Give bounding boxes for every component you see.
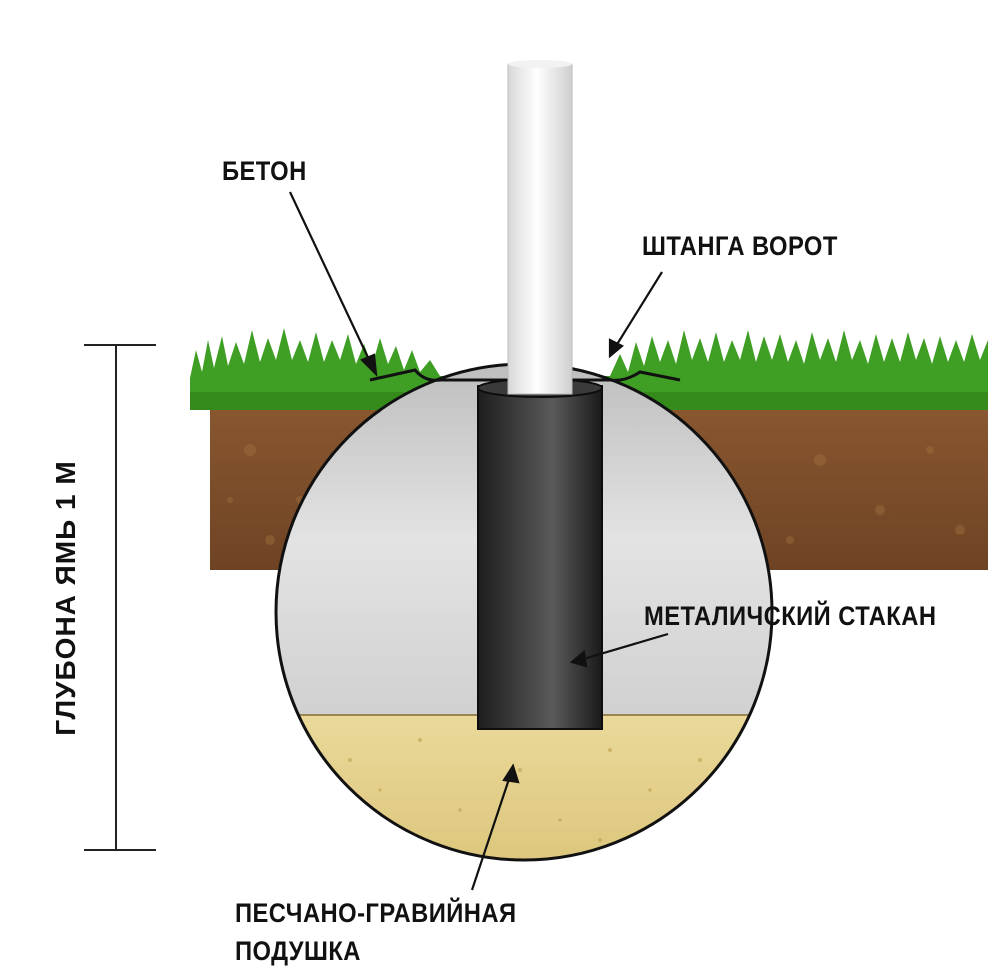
- soil-texture: [227, 444, 965, 545]
- arrow-cushion: [470, 775, 512, 891]
- arrow-concrete: [289, 191, 373, 367]
- label-cushion-line2: ПОДУШКА: [235, 936, 361, 966]
- arrow-sleeve-head: [569, 649, 588, 668]
- metal-sleeve: [477, 385, 603, 730]
- leader-arrows: [289, 191, 669, 891]
- grass-layer: [190, 328, 988, 410]
- arrow-sleeve: [579, 632, 669, 662]
- label-concrete: БЕТОН: [222, 156, 307, 186]
- label-goal-post: ШТАНГА ВОРОТ: [642, 231, 838, 261]
- goal-post-top: [508, 60, 572, 68]
- arrow-goal-post-head: [608, 338, 624, 359]
- sand-cushion: [276, 715, 772, 860]
- label-depth: ГЛУБОНА ЯМЬ 1 М: [50, 460, 81, 736]
- label-cushion-line1: ПЕСЧАНО-ГРАВИЙНАЯ: [235, 898, 517, 928]
- arrow-goal-post: [615, 271, 663, 347]
- arrow-cushion-head: [502, 763, 520, 784]
- label-metal-sleeve: МЕТАЛИЧСКИЙ СТАКАН: [644, 601, 937, 631]
- depth-dimension: [84, 344, 156, 851]
- goal-post: [507, 63, 573, 395]
- arrow-concrete-head: [360, 353, 378, 377]
